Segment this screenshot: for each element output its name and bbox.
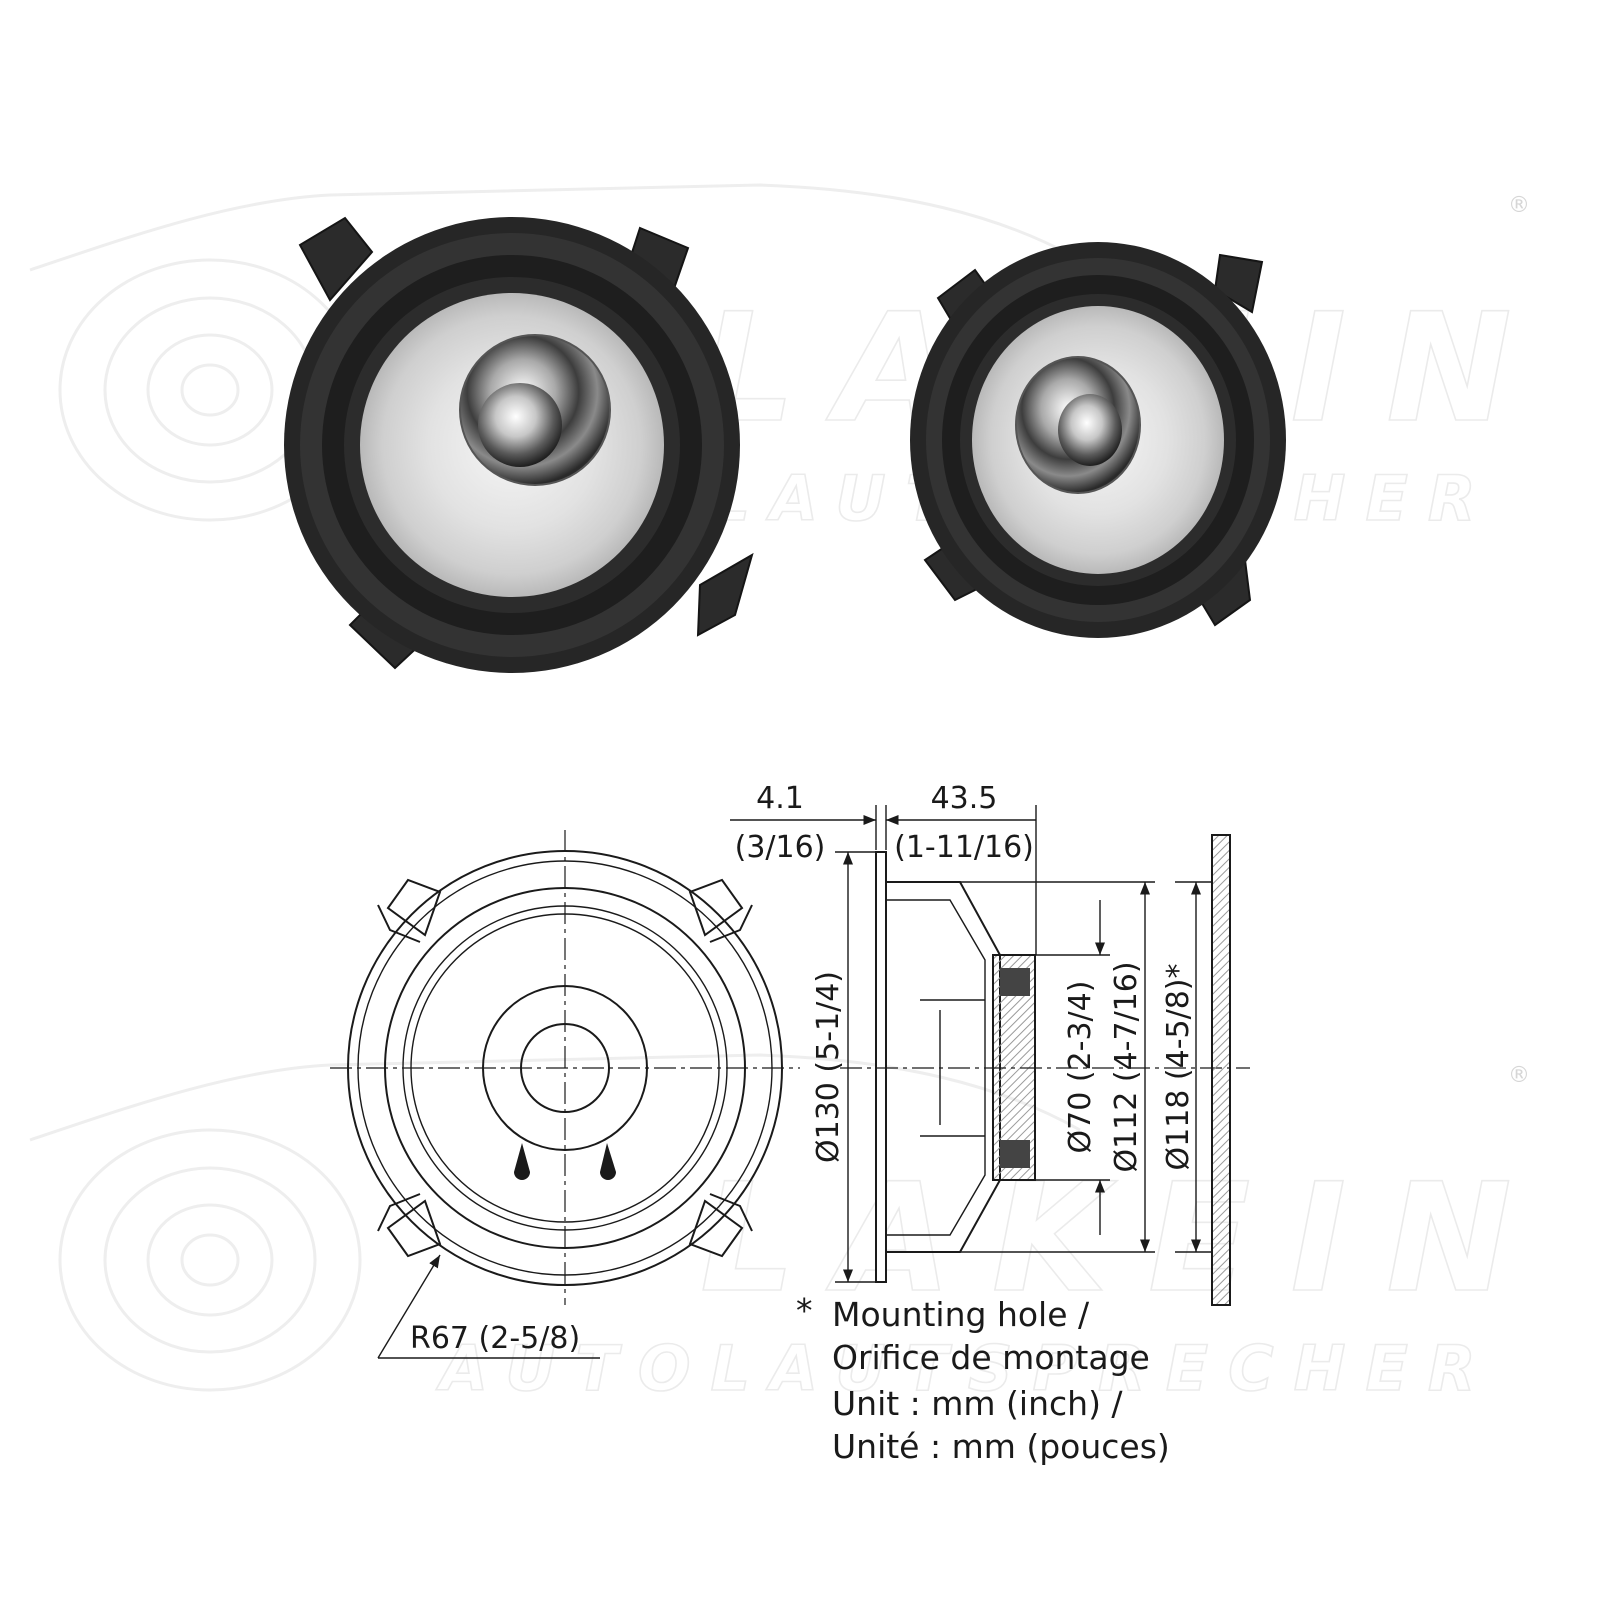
dimension-lines: 4.1 (3/16) 43.5 (1-11/16) Ø130 (5-1/4) Ø… [730, 781, 1212, 1283]
watermark-top: AUTOLAUTSPRECHER LAKEIN ® [29, 183, 1530, 536]
magnet-diameter-label: Ø70 (2-3/4) [1063, 981, 1098, 1154]
hole-diameter-label: Ø118 (4-5/8)* [1161, 963, 1196, 1170]
note-mounting-fr: Orifice de montage [832, 1338, 1150, 1377]
registered-mark: ® [1508, 193, 1530, 218]
watermark-text-2: AUTOLAUTSPRECHER [435, 1332, 1496, 1405]
registered-mark-2: ® [1508, 1063, 1530, 1088]
notes: * Mounting hole / Orifice de montage Uni… [796, 1291, 1170, 1466]
flange-depth-inch: (3/16) [735, 830, 826, 865]
outer-diameter-label: Ø130 (5-1/4) [811, 971, 846, 1163]
radius-label: R67 (2-5/8) [410, 1321, 580, 1356]
note-mounting-en: Mounting hole / [832, 1295, 1090, 1334]
watermark-bottom: AUTOLAUTSPRECHER LAKEIN ® [29, 1053, 1552, 1406]
side-view-drawing [840, 834, 1250, 1306]
note-unit-fr: Unité : mm (pouces) [832, 1427, 1170, 1466]
body-depth-inch: (1-11/16) [894, 830, 1034, 865]
angled-speaker-photo [910, 242, 1286, 638]
note-asterisk: * [796, 1291, 813, 1330]
front-speaker-photo [284, 216, 754, 673]
watermark-brand-2: LAKEIN [700, 1152, 1552, 1326]
flange-depth-mm: 4.1 [756, 781, 804, 816]
body-depth-mm: 43.5 [931, 781, 998, 816]
note-unit-en: Unit : mm (inch) / [832, 1384, 1123, 1423]
front-view-drawing: R67 (2-5/8) [330, 830, 800, 1359]
frame-diameter-label: Ø112 (4-7/16) [1109, 961, 1144, 1172]
